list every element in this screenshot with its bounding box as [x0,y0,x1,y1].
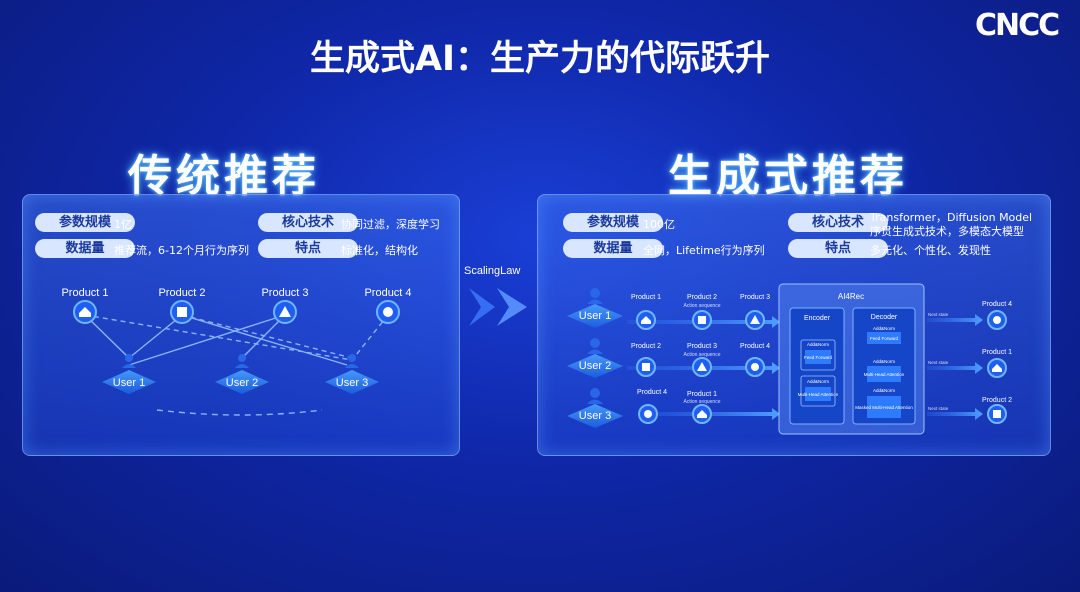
out-product4-icon [987,310,1007,330]
left-data-pill: 数据量 [35,239,135,258]
encoder-label: Encoder [804,315,831,322]
r2-product4-icon [745,357,765,377]
out2-label: Product 1 [982,349,1012,356]
r1-item3-label: Product 3 [740,294,770,301]
right-core-pill: 核心技术 [788,213,888,232]
r3-product4-icon [638,404,658,424]
scaling-arrow-icon [469,288,527,326]
right-data-pill: 数据量 [563,239,663,258]
r1-sub-label: Action sequence [684,303,721,309]
left-user-label-3: User 3 [336,377,368,389]
right-diagram: User 1 User 2 User 3 Product 1 Product 2… [567,283,1012,435]
left-user-label-2: User 2 [226,377,258,389]
right-params-value: 100亿 [643,218,675,231]
cncc-logo: CNCC [975,8,1060,43]
left-product-label-3: Product 3 [261,287,308,299]
out3-label: Product 2 [982,397,1012,404]
right-core-value-1: Transformer，Diffusion Model [870,211,1033,224]
r2-item1-label: Product 2 [631,343,661,350]
left-product-label-1: Product 1 [61,287,108,299]
next-state-1: Next state [928,312,949,317]
right-user-label-1: User 1 [579,310,611,322]
product-4-icon [376,300,400,324]
left-diagram: Product 1 Product 2 Product 3 Product 4 … [61,287,412,416]
r2-item2-label: Product 3 [687,343,717,350]
left-feature-pill: 特点 [258,239,358,258]
dec-block-3: Add&Norm [873,359,895,364]
out1-label: Product 4 [982,301,1012,308]
right-core-value-2: 序贯生成式技术，多模态大模型 [870,225,1024,238]
product-2-icon [170,300,194,324]
r2-item3-label: Product 4 [740,343,770,350]
r1-product2-icon [692,310,712,330]
right-data-value: 全网，Lifetime行为序列 [643,244,765,257]
r1-product1-icon [636,310,656,330]
ai4rec-model: AI4Rec Encoder Decoder Add&Norm Feed For… [778,283,925,435]
user-2-platform [215,354,269,394]
right-user-2 [567,338,623,378]
enc-block-1: Add&Norm [807,342,829,347]
r1-item2-label: Product 2 [687,294,717,301]
ai4rec-title: AI4Rec [838,292,864,301]
page-title: 生成式AI：生产力的代际跃升 [309,39,771,79]
r2-sub-label: Action sequence [684,352,721,358]
right-feature-pill: 特点 [788,239,888,258]
left-params-pill: 参数规模 [35,213,135,232]
dec-block-1: Add&Norm [873,326,895,331]
r1-item1-label: Product 1 [631,294,661,301]
dec-block-6: Masked Multi-Head Attention [855,405,913,410]
next-state-2: Next state [928,360,949,365]
left-params-value: 1亿 [114,218,132,231]
next-state-3: Next state [928,406,949,411]
right-feature-value: 多元化、个性化、发现性 [870,244,991,257]
dec-block-2: Feed Forward [870,336,899,341]
connection-lines [84,314,389,416]
r3-product1-icon [692,404,712,424]
left-data-value: 推荐流，6-12个月行为序列 [114,244,249,257]
user-1-platform [102,354,156,394]
dec-block-4: Multi-Head Attention [864,372,905,377]
product-3-icon [273,300,297,324]
product-1-icon [73,300,97,324]
enc-block-2: Feed Forward [804,355,833,360]
left-product-label-4: Product 4 [364,287,411,299]
left-core-pill: 核心技术 [258,213,358,232]
r3-item1-label: Product 4 [637,389,667,396]
r2-product3-icon [692,357,712,377]
out-product1-icon [987,358,1007,378]
right-user-1 [567,288,623,328]
enc-block-4: Multi-Head Attention [798,392,839,397]
user-3-platform [325,354,379,394]
r1-product3-icon [745,310,765,330]
out-product2-icon [987,404,1007,424]
right-user-label-3: User 3 [579,410,611,422]
right-user-3 [567,388,623,428]
right-params-pill: 参数规模 [563,213,663,232]
dec-block-5: Add&Norm [873,388,895,393]
right-user-label-2: User 2 [579,360,611,372]
left-feature-value: 标准化，结构化 [341,244,418,257]
r3-sub-label: Action sequence [684,399,721,405]
left-user-label-1: User 1 [113,377,145,389]
decoder-label: Decoder [871,314,898,321]
left-heading: 传统推荐 [128,151,320,202]
enc-block-3: Add&Norm [807,379,829,384]
left-product-label-2: Product 2 [158,287,205,299]
scaling-law-label: ScalingLaw [464,265,521,277]
right-heading: 生成式推荐 [668,151,908,202]
r2-product2-icon [636,357,656,377]
r3-item2-label: Product 1 [687,391,717,398]
left-core-value: 协同过滤，深度学习 [341,218,440,231]
